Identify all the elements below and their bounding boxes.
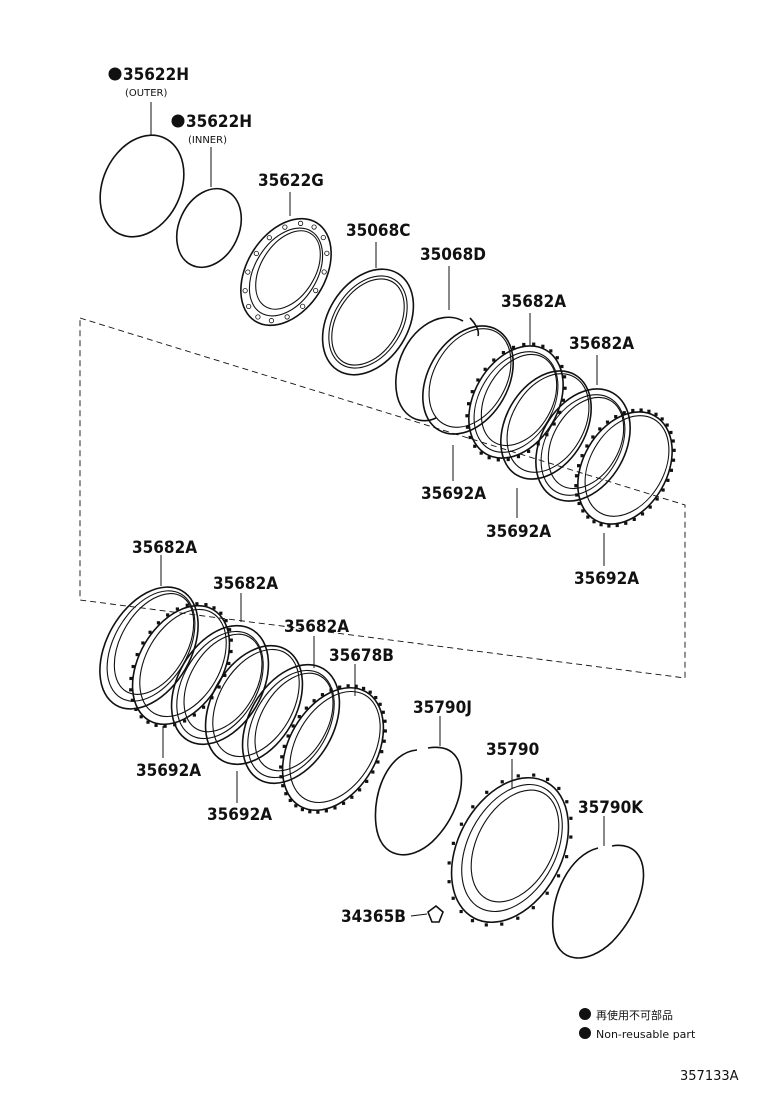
part-label[interactable]: 35692A bbox=[421, 484, 486, 504]
part-note: (INNER) bbox=[188, 135, 227, 146]
part-label[interactable]: 35790K bbox=[578, 798, 644, 818]
cushion-plate[interactable] bbox=[304, 252, 432, 391]
part-label[interactable]: 35682A bbox=[569, 334, 634, 354]
figure-number: 357133A bbox=[680, 1069, 739, 1084]
lower-clutch-stack[interactable] bbox=[80, 570, 404, 828]
clutch-piston[interactable] bbox=[222, 202, 350, 342]
part-label[interactable]: 35678B bbox=[329, 646, 394, 666]
o-ring-outer[interactable] bbox=[84, 121, 199, 250]
legend-text-en: Non-reusable part bbox=[596, 1028, 696, 1041]
upper-clutch-stack[interactable] bbox=[404, 310, 691, 541]
clutch-flange[interactable] bbox=[428, 758, 592, 943]
legend-marker bbox=[579, 1027, 591, 1039]
check-ball-clip[interactable] bbox=[427, 904, 444, 923]
part-label[interactable]: 35692A bbox=[574, 569, 639, 589]
part-note: (OUTER) bbox=[125, 88, 167, 99]
part-label[interactable]: 35682A bbox=[213, 574, 278, 594]
part-label[interactable]: 35790J bbox=[413, 698, 472, 718]
snap-ring-35790j[interactable] bbox=[374, 746, 463, 856]
snap-ring-35790k[interactable] bbox=[551, 844, 645, 959]
legend-text-jp: 再使用不可部品 bbox=[596, 1008, 673, 1022]
non-reusable-marker bbox=[171, 114, 185, 128]
part-label[interactable]: 35622G bbox=[258, 171, 324, 191]
legend-marker bbox=[579, 1008, 591, 1020]
part-label[interactable]: 35692A bbox=[136, 761, 201, 781]
part-label[interactable]: 35682A bbox=[284, 617, 349, 637]
part-label[interactable]: 35068C bbox=[346, 221, 410, 241]
part-label[interactable]: 35682A bbox=[501, 292, 566, 312]
part-label[interactable]: 35682A bbox=[132, 538, 197, 558]
leader-line bbox=[410, 913, 428, 917]
group-outline bbox=[79, 317, 686, 679]
part-label[interactable]: 35692A bbox=[207, 805, 272, 825]
non-reusable-marker bbox=[108, 67, 122, 81]
part-label[interactable]: 35790 bbox=[486, 740, 539, 760]
part-label[interactable]: 35622H bbox=[123, 65, 189, 85]
part-label[interactable]: 35692A bbox=[486, 522, 551, 542]
part-label[interactable]: 35622H bbox=[186, 112, 252, 132]
part-label[interactable]: 34365B bbox=[341, 907, 406, 927]
o-ring-inner[interactable] bbox=[164, 178, 253, 278]
part-label[interactable]: 35068D bbox=[420, 245, 486, 265]
